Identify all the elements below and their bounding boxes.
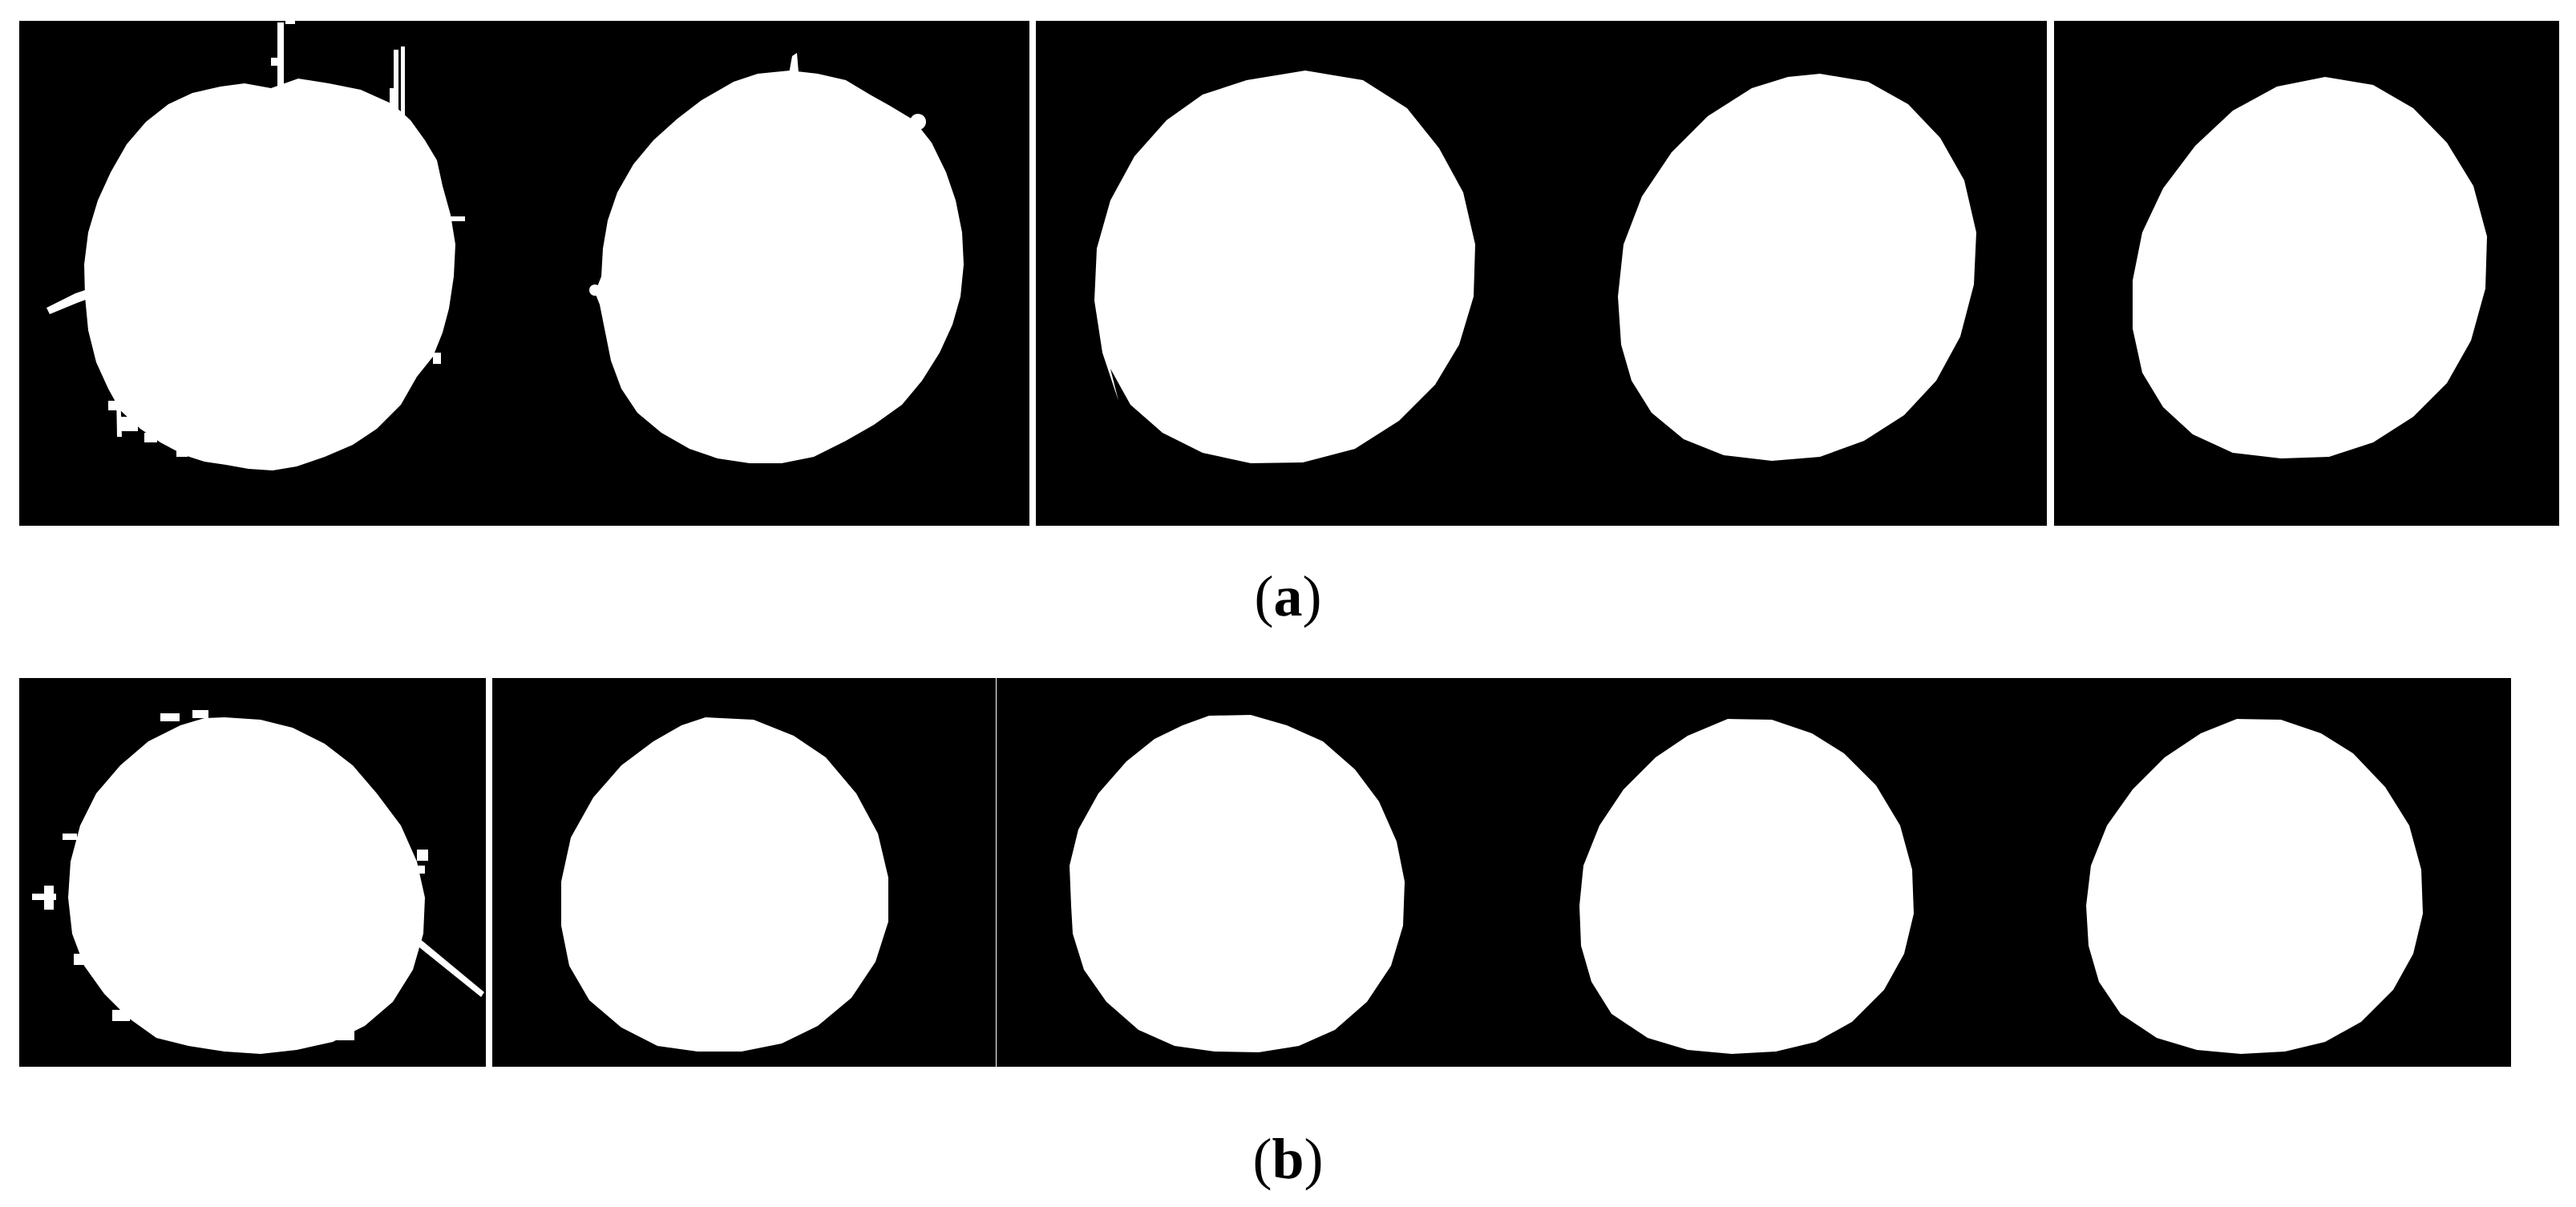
row-a-panel-2-mask — [589, 53, 964, 463]
row-a-panel-4-mask — [1618, 74, 1976, 461]
caption-a-close: ) — [1302, 564, 1322, 628]
caption-b-open: ( — [1252, 1127, 1272, 1191]
caption-a-letter: a — [1273, 564, 1303, 628]
caption-b: (b) — [0, 1130, 2576, 1188]
row-a-panel-1-mask — [47, 19, 465, 470]
row-a-panels — [19, 19, 2559, 526]
caption-a: (a) — [0, 567, 2576, 625]
row-b-panel-2-mask — [561, 717, 888, 1052]
caption-b-letter: b — [1272, 1127, 1304, 1191]
row-b-panels — [19, 678, 2511, 1067]
row-a-panel-5-mask — [2133, 77, 2487, 458]
row-b-panel-5-mask — [2086, 719, 2423, 1054]
row-b-panel-4-mask — [1579, 719, 1914, 1054]
caption-a-open: ( — [1254, 564, 1274, 628]
row-a-panel-3-mask — [1094, 71, 1475, 463]
caption-b-close: ) — [1304, 1127, 1324, 1191]
row-b-panel-1-mask — [32, 710, 484, 1054]
row-b-panel-3-mask — [1070, 715, 1405, 1052]
